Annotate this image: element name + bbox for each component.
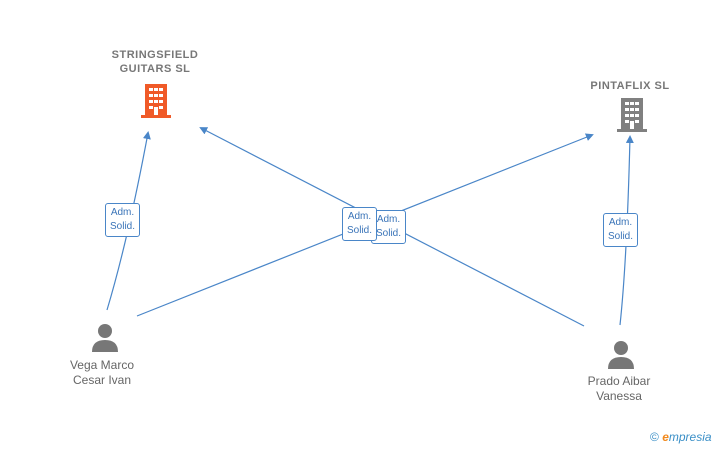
person-prado-label[interactable]: Prado Aibar Vanessa	[559, 374, 679, 404]
edge-label-vega-pintaflix[interactable]: Adm. Solid.	[342, 207, 378, 241]
building-icon[interactable]	[616, 97, 648, 133]
company-stringsfield-name-line2: GUITARS SL	[119, 63, 191, 75]
edge-label-line2: Solid.	[608, 231, 634, 242]
building-icon[interactable]	[140, 83, 172, 119]
edge-label-line1: Adm.	[608, 217, 633, 228]
brand-initial: e	[662, 430, 669, 444]
edge-label-line1: Adm.	[110, 207, 135, 218]
person-prado-name-line2: Vanessa	[596, 389, 642, 403]
empresia-watermark[interactable]: © empresia	[650, 430, 712, 444]
company-stringsfield-name-line1: STRINGSFIELD	[111, 49, 199, 61]
edge-label-line2: Solid.	[110, 221, 136, 232]
copyright-icon: ©	[650, 430, 659, 444]
edge-label-line1: Adm.	[376, 214, 401, 225]
person-icon[interactable]	[90, 322, 120, 352]
edge-label-vega-stringsfield[interactable]: Adm. Solid.	[105, 203, 141, 237]
person-prado-name-line1: Prado Aibar	[587, 374, 651, 388]
person-icon[interactable]	[606, 339, 636, 369]
edge-label-line2: Solid.	[376, 228, 402, 239]
person-vega-name-line2: Cesar Ivan	[72, 373, 132, 387]
edge-label-line1: Adm.	[347, 211, 372, 222]
edge-label-prado-pintaflix[interactable]: Adm. Solid.	[603, 213, 639, 247]
company-stringsfield-label[interactable]: STRINGSFIELD GUITARS SL	[95, 48, 215, 76]
company-pintaflix-name: PINTAFLIX SL	[590, 80, 670, 92]
edge-label-line2: Solid.	[347, 225, 373, 236]
brand-name: mpresia	[668, 430, 712, 444]
person-vega-label[interactable]: Vega Marco Cesar Ivan	[42, 358, 162, 388]
person-vega-name-line1: Vega Marco	[69, 358, 135, 372]
company-pintaflix-label[interactable]: PINTAFLIX SL	[570, 79, 690, 93]
